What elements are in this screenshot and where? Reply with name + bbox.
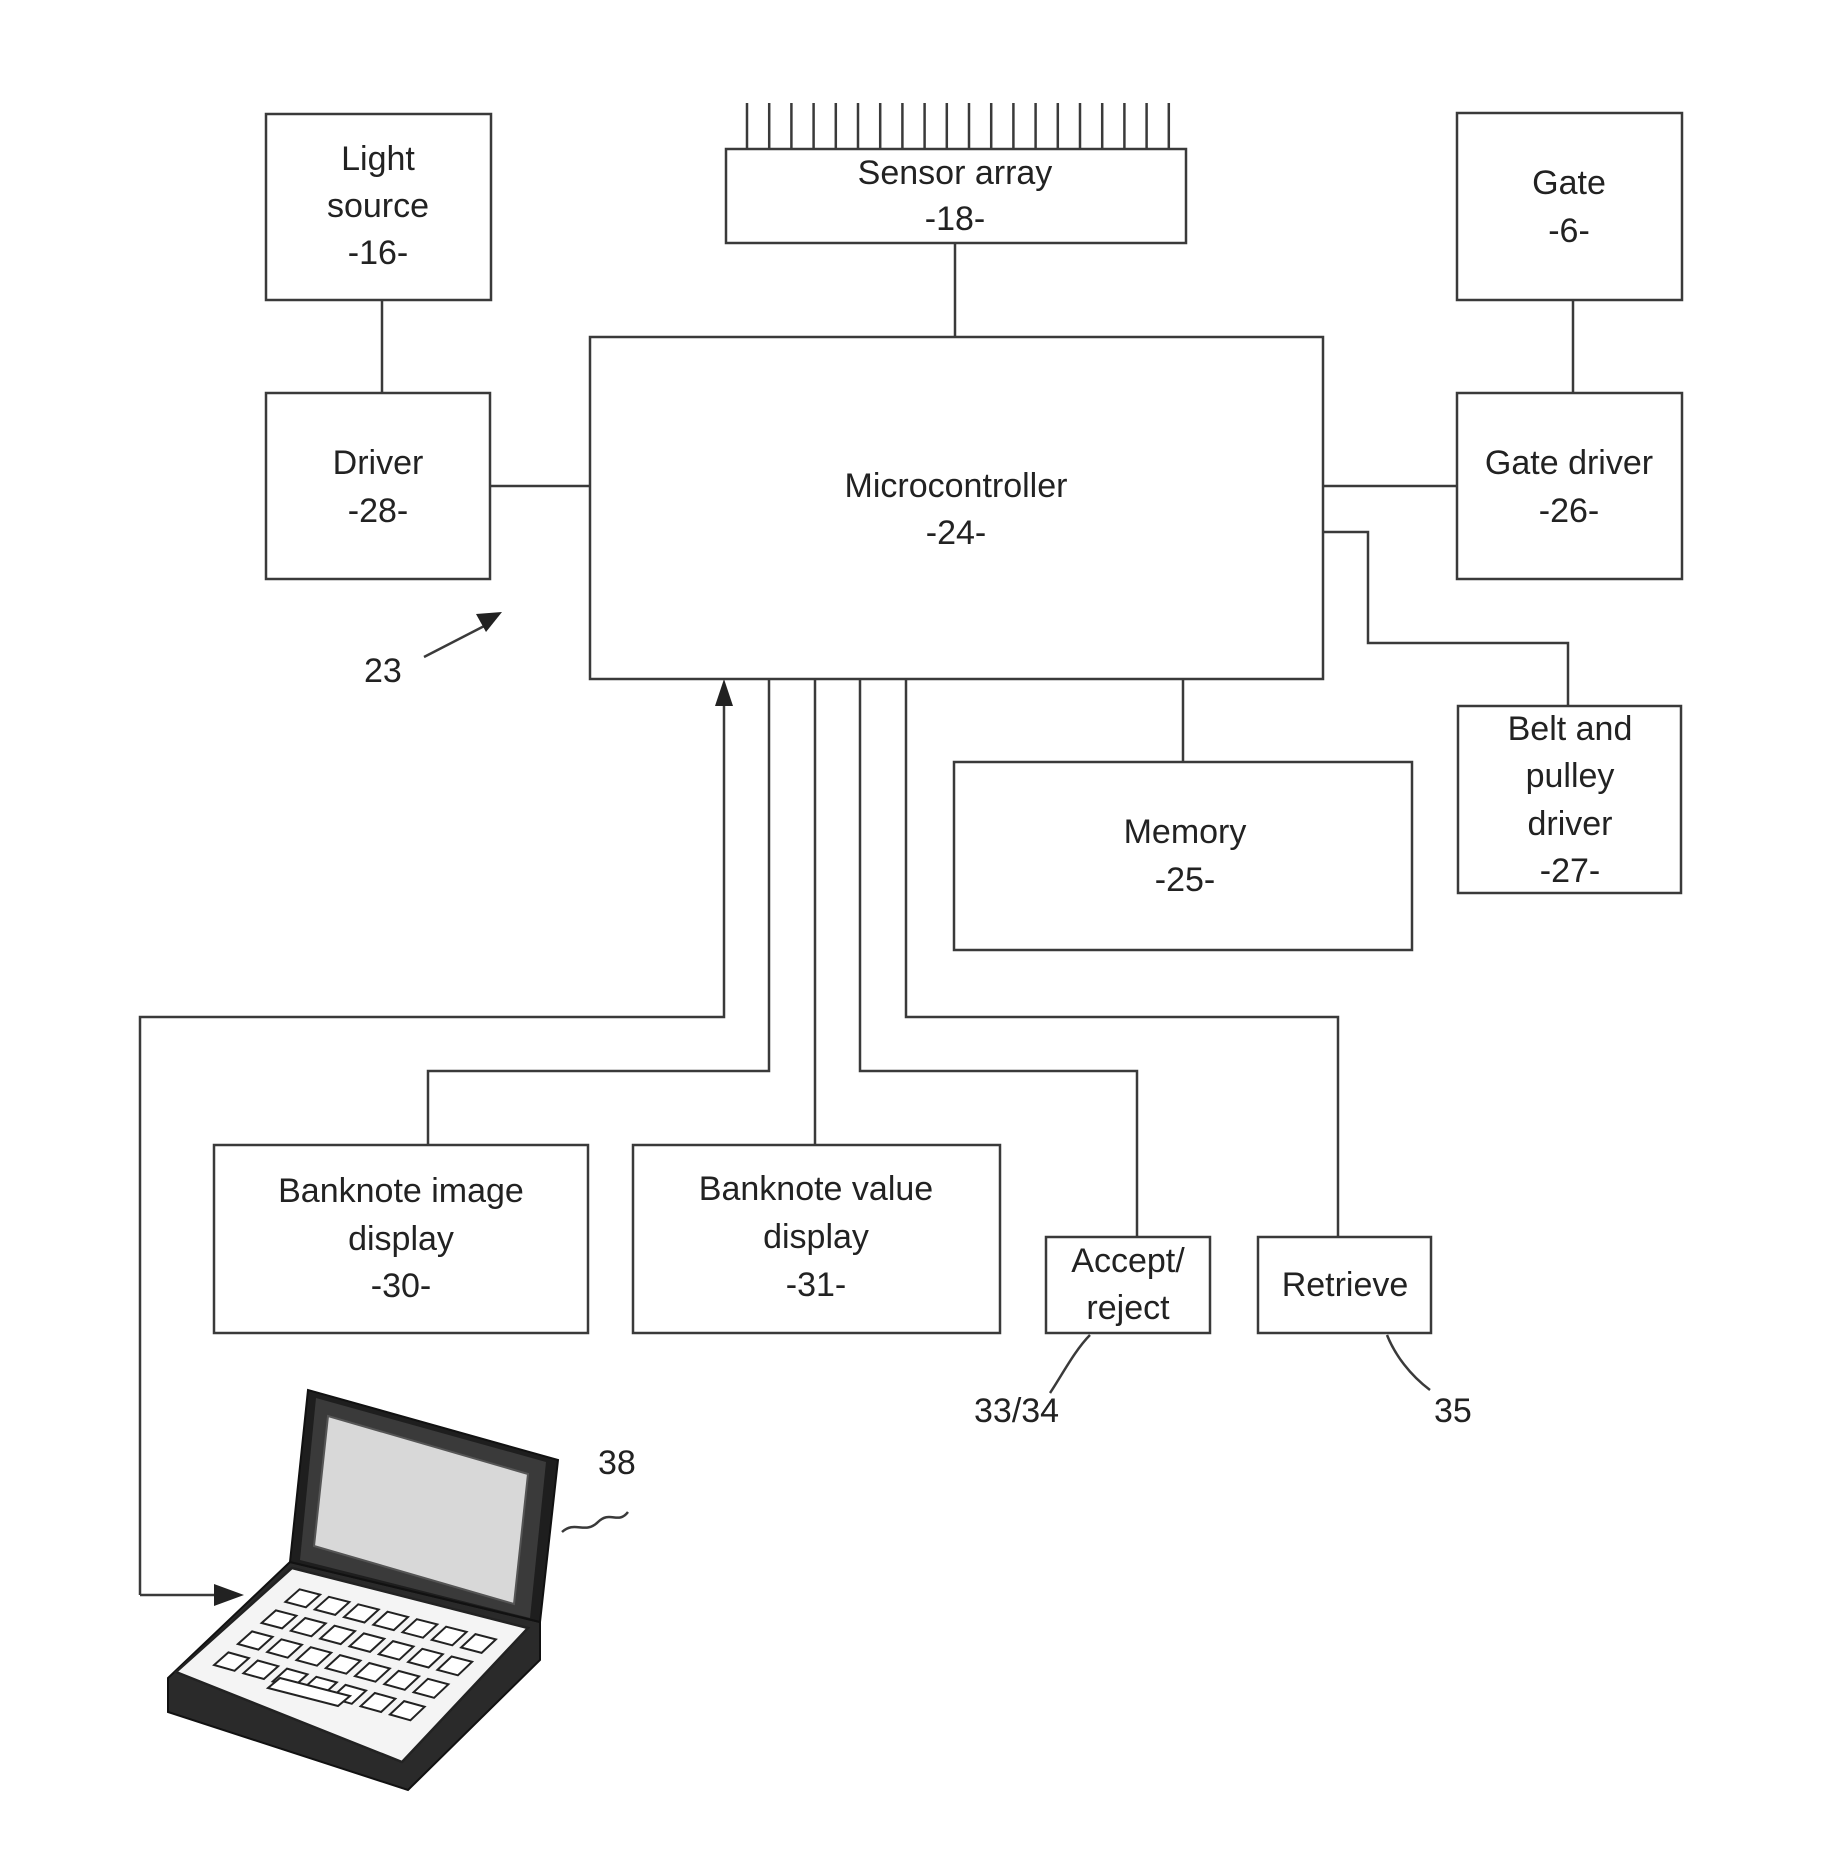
leader-35 bbox=[1387, 1335, 1430, 1390]
light-source-line2: source bbox=[327, 187, 429, 225]
sensor-array-number: -18- bbox=[925, 200, 985, 238]
ref-33-34: 33/34 bbox=[974, 1392, 1059, 1430]
banknote-value-line2: display bbox=[763, 1218, 869, 1256]
wire-mcu-imagedisplay bbox=[428, 679, 769, 1145]
microcontroller-label: Microcontroller bbox=[845, 467, 1068, 505]
driver-label: Driver bbox=[333, 444, 424, 482]
ref-38: 38 bbox=[598, 1444, 636, 1482]
retrieve-label: Retrieve bbox=[1282, 1266, 1409, 1304]
block-accept-reject: Accept/ reject bbox=[1046, 1237, 1210, 1333]
block-light-source: Light source -16- bbox=[266, 114, 491, 300]
banknote-value-number: -31- bbox=[786, 1266, 846, 1304]
accept-reject-line2: reject bbox=[1086, 1289, 1170, 1327]
block-sensor-array: Sensor array -18- bbox=[726, 149, 1186, 243]
banknote-image-number: -30- bbox=[371, 1267, 431, 1305]
leader-38 bbox=[562, 1512, 628, 1532]
belt-pulley-line2: pulley bbox=[1526, 757, 1615, 795]
block-driver: Driver -28- bbox=[266, 393, 490, 579]
block-gate: Gate -6- bbox=[1457, 113, 1682, 300]
ref-23: 23 bbox=[364, 652, 402, 690]
arrowhead-to-laptop bbox=[214, 1584, 244, 1606]
block-memory: Memory -25- bbox=[954, 762, 1412, 950]
pointer-23-line bbox=[424, 622, 492, 657]
banknote-image-line1: Banknote image bbox=[278, 1172, 524, 1210]
block-banknote-value-display: Banknote value display -31- bbox=[633, 1145, 1000, 1333]
memory-number: -25- bbox=[1155, 861, 1215, 899]
belt-pulley-line3: driver bbox=[1527, 805, 1612, 843]
gate-driver-number: -26- bbox=[1539, 492, 1599, 530]
memory-label: Memory bbox=[1124, 813, 1247, 851]
belt-pulley-number: -27- bbox=[1540, 852, 1600, 890]
ref-35: 35 bbox=[1434, 1392, 1472, 1430]
arrowhead-to-mcu bbox=[715, 679, 733, 706]
sensor-array-label: Sensor array bbox=[858, 154, 1053, 192]
block-banknote-image-display: Banknote image display -30- bbox=[214, 1145, 588, 1333]
driver-number: -28- bbox=[348, 492, 408, 530]
gate-number: -6- bbox=[1548, 212, 1590, 250]
belt-pulley-line1: Belt and bbox=[1508, 710, 1633, 748]
light-source-number: -16- bbox=[348, 234, 408, 272]
banknote-image-line2: display bbox=[348, 1220, 454, 1258]
block-retrieve: Retrieve bbox=[1258, 1237, 1431, 1333]
sensor-pins-icon bbox=[747, 103, 1169, 149]
accept-reject-line1: Accept/ bbox=[1071, 1242, 1185, 1280]
block-gate-driver: Gate driver -26- bbox=[1457, 393, 1682, 579]
microcontroller-number: -24- bbox=[926, 514, 986, 552]
leader-33-34 bbox=[1050, 1335, 1090, 1393]
gate-label: Gate bbox=[1532, 164, 1606, 202]
banknote-value-line1: Banknote value bbox=[699, 1170, 933, 1208]
block-belt-pulley-driver: Belt and pulley driver -27- bbox=[1458, 706, 1681, 893]
block-microcontroller: Microcontroller -24- bbox=[590, 337, 1323, 679]
gate-driver-label: Gate driver bbox=[1485, 444, 1653, 482]
light-source-line1: Light bbox=[341, 140, 415, 178]
